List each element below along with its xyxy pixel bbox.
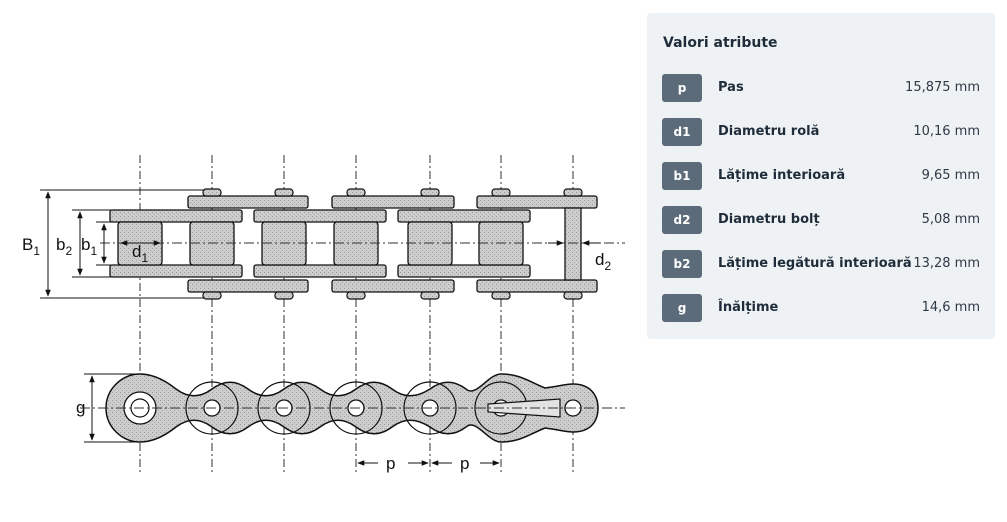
dim-label-B1: B1 [22,235,40,258]
attribute-row-b1: b1 Lățime interioară 9,65 mm [647,161,995,191]
attribute-row-d1: d1 Diametru rolă 10,16 mm [647,117,995,147]
attribute-code-badge: b2 [662,250,702,278]
attribute-label: Înălțime [718,300,779,315]
attribute-label: Lățime legătură interioară [718,256,912,271]
extension-lines [40,189,205,299]
attribute-value: 15,875 mm [905,80,980,95]
attribute-code-badge: g [662,294,702,322]
attribute-label: Diametru bolț [718,212,820,227]
attribute-value: 5,08 mm [921,212,980,227]
dimension-lines-top [45,191,600,297]
dim-label-d1: d1 [132,242,148,265]
dim-label-b1: b1 [81,235,97,258]
dim-label-p-first: p [386,454,395,473]
dim-label-p-second: p [460,454,469,473]
panel-title: Valori atribute [663,35,778,51]
g-extension-lines [84,373,140,443]
attribute-value: 10,16 mm [913,124,980,139]
pin-heads [202,188,583,300]
attribute-code-badge: d2 [662,206,702,234]
attribute-label: Diametru rolă [718,124,820,139]
outer-plates-top [187,195,598,209]
attribute-label: Pas [718,80,744,95]
attribute-value: 14,6 mm [921,300,980,315]
end-pin [564,207,582,281]
attribute-row-g: g Înălțime 14,6 mm [647,293,995,323]
chain-side-view: g p p [76,373,625,473]
dim-label-g: g [76,398,85,417]
outer-plates-bottom [187,279,598,293]
attribute-row-p: p Pas 15,875 mm [647,73,995,103]
chain-top-view: B1 b2 b1 d1 d2 [22,155,625,475]
attribute-code-badge: d1 [662,118,702,146]
dim-label-d2: d2 [595,250,611,273]
attribute-value: 13,28 mm [913,256,980,271]
dim-label-b2: b2 [56,235,72,258]
inner-plates-bottom [109,264,531,278]
roller-chain-technical-drawing: B1 b2 b1 d1 d2 [22,155,625,475]
inner-plates-top [109,209,531,223]
attribute-code-badge: b1 [662,162,702,190]
attribute-code-badge: p [662,74,702,102]
spring-clip [487,398,561,418]
attribute-row-d2: d2 Diametru bolț 5,08 mm [647,205,995,235]
attribute-value: 9,65 mm [921,168,980,183]
attribute-label: Lățime interioară [718,168,846,183]
